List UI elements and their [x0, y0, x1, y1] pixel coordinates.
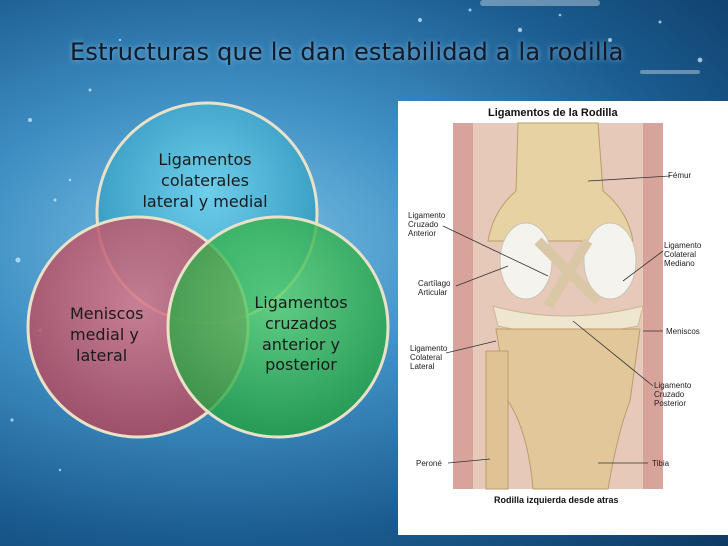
label-line: Colateral — [410, 353, 443, 362]
venn-text: posterior — [265, 355, 337, 375]
venn-text: medial y — [70, 324, 139, 344]
label-lcl: Ligamento Colateral Lateral — [410, 344, 447, 371]
label-line: Cruzado — [408, 220, 439, 229]
figure-caption: Rodilla izquierda desde atras — [494, 495, 619, 505]
label-line: Ligamento — [654, 381, 692, 390]
venn-text: anterior y — [261, 334, 340, 354]
venn-text: lateral — [76, 345, 128, 365]
venn-diagram — [26, 101, 390, 439]
venn-text: Ligamentos — [158, 150, 252, 169]
label-line: Ligamento — [408, 211, 446, 220]
label-line: Ligamento — [664, 241, 702, 250]
label-meniscus: Meniscos — [666, 327, 700, 336]
label-femur: Fémur — [668, 171, 692, 180]
venn-label-collateral: Ligamentos colaterales lateral y medial — [120, 150, 290, 212]
label-line: Anterior — [408, 229, 437, 238]
slide-title: Estructuras que le dan estabilidad a la … — [70, 38, 624, 66]
venn-label-cruciate: Ligamentos cruzados anterior y posterior — [236, 293, 366, 376]
label-line: Colateral — [664, 250, 697, 259]
label-line: Articular — [418, 288, 448, 297]
label-tibia: Tibia — [652, 459, 670, 468]
venn-text: Ligamentos — [254, 293, 348, 312]
label-line: Posterior — [654, 399, 687, 408]
label-cartilage: Cartílago Articular — [418, 279, 450, 297]
venn-text: Meniscos — [70, 304, 144, 323]
label-line: Lateral — [410, 362, 435, 371]
venn-circle-cruciate — [166, 215, 390, 439]
venn-text: lateral y medial — [142, 191, 268, 211]
venn-text: cruzados — [265, 313, 337, 333]
label-line: Cartílago — [418, 279, 451, 288]
label-line: Mediano — [664, 259, 695, 268]
label-fibula: Peroné — [416, 459, 442, 468]
knee-ligaments-figure: Ligamentos de la Rodilla Fémur Ligamento — [398, 101, 728, 535]
knee-illustration — [442, 122, 671, 490]
label-lca: Ligamento Cruzado Anterior — [408, 211, 445, 238]
label-lcp: Ligamento Cruzado Posterior — [654, 381, 691, 408]
venn-label-meniscus: Meniscos medial y lateral — [70, 304, 170, 366]
figure-title: Ligamentos de la Rodilla — [488, 107, 618, 119]
label-line: Cruzado — [654, 390, 685, 399]
label-line: Ligamento — [410, 344, 448, 353]
label-lcm: Ligamento Colateral Mediano — [664, 241, 701, 268]
venn-text: colaterales — [161, 170, 249, 190]
